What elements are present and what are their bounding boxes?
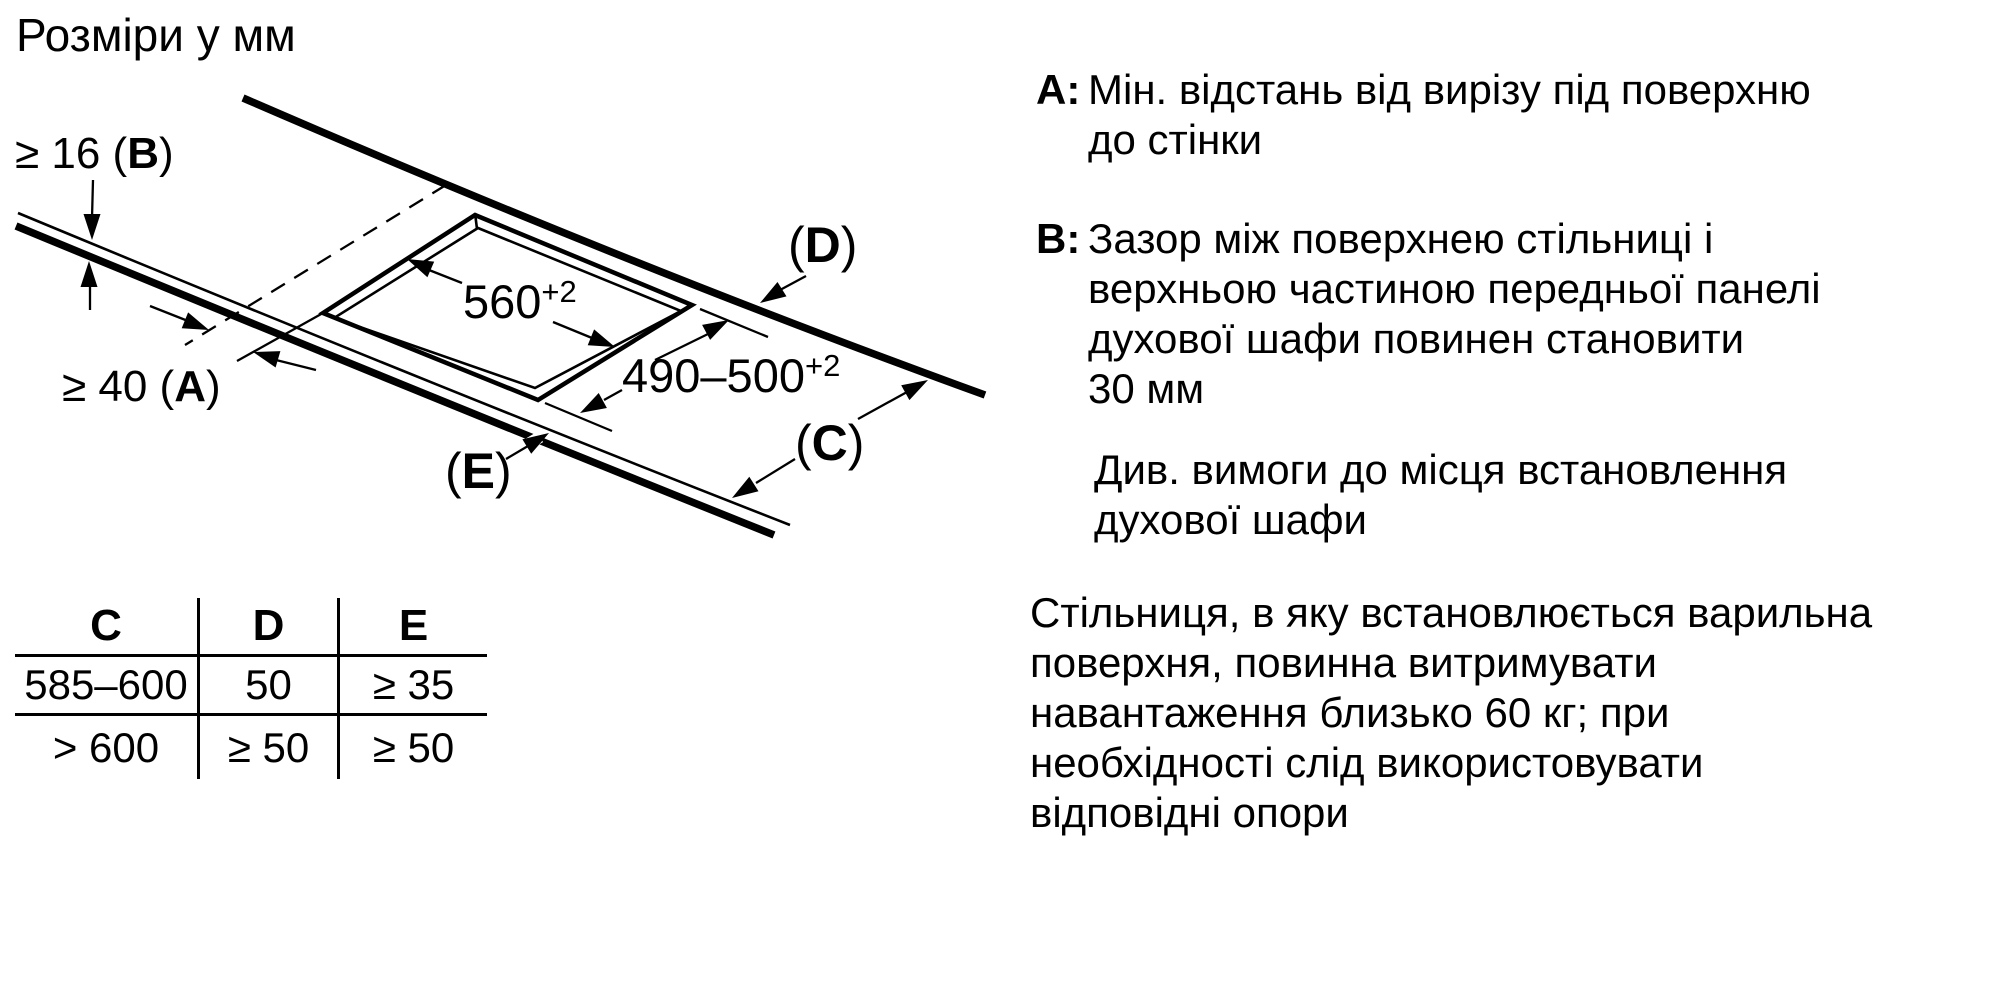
dim-a-arrow-outer bbox=[149, 304, 209, 330]
note-line: навантаження близько 60 кг; при bbox=[1030, 689, 1670, 736]
note-line: поверхня, повинна витримувати bbox=[1030, 639, 1657, 686]
note-label-b: B: bbox=[1036, 215, 1081, 262]
note-label-a: A: bbox=[1036, 66, 1081, 113]
note-line: духової шафи bbox=[1094, 496, 1367, 543]
note-line: до стінки bbox=[1088, 116, 1263, 163]
note-line: Зазор між поверхнею стільниці і bbox=[1088, 215, 1714, 262]
label-d: (D) bbox=[788, 217, 857, 273]
label-d-arrow bbox=[760, 274, 807, 303]
table-header-cell: E bbox=[340, 598, 487, 657]
note-see-requirements: Див. вимоги до місця встановлення духово… bbox=[1094, 445, 1787, 545]
label-c-arrow-lower bbox=[732, 458, 796, 498]
cutout-outer-outline bbox=[318, 212, 697, 403]
dim-490-arrow-upper bbox=[654, 320, 729, 362]
extension-line-left bbox=[236, 311, 324, 363]
wall-dashed-line bbox=[184, 184, 447, 346]
label-c-arrow-upper bbox=[857, 380, 928, 421]
note-a-text: Мін. відстань від вирізу під поверхню до… bbox=[1088, 65, 1811, 165]
worktop-lines bbox=[14, 94, 987, 539]
dim-b-arrow-up bbox=[80, 261, 98, 310]
dim-a-arrow-inner bbox=[253, 351, 317, 372]
table-cell: 585–600 bbox=[15, 657, 197, 716]
note-line: верхньою частиною передньої панелі bbox=[1088, 265, 1821, 312]
label-e-arrow bbox=[505, 433, 549, 460]
note-line: 30 мм bbox=[1088, 365, 1205, 412]
label-e: (E) bbox=[445, 443, 512, 499]
worktop-back-edge-line bbox=[241, 94, 987, 399]
dim-b-label: ≥ 16 (B) bbox=[15, 129, 174, 178]
note-line: Стільниця, в яку встановлюється варильна bbox=[1030, 589, 1873, 636]
note-line: необхідності слід використовувати bbox=[1030, 739, 1704, 786]
dim-b-arrow-down bbox=[83, 179, 101, 240]
note-line: духової шафи повинен становити bbox=[1088, 315, 1745, 362]
dimension-arrows bbox=[80, 179, 928, 498]
note-line: Див. вимоги до місця встановлення bbox=[1094, 446, 1788, 493]
table-cell: > 600 bbox=[52, 723, 160, 771]
dim-560-arrow-left bbox=[407, 259, 463, 285]
dim-560-arrow-right bbox=[552, 320, 615, 347]
note-line: відповідні опори bbox=[1030, 789, 1349, 836]
note-b-text: Зазор між поверхнею стільниці і верхньою… bbox=[1088, 214, 1821, 414]
cutout-corner-tick bbox=[473, 212, 479, 230]
note-load-capacity: Стільниця, в яку встановлюється варильна… bbox=[1030, 588, 1872, 838]
label-c: (C) bbox=[795, 415, 864, 471]
table-cell: ≥ 50 bbox=[372, 723, 455, 771]
extension-line-right-lower bbox=[544, 401, 613, 433]
extension-line-right-upper bbox=[699, 307, 769, 339]
table-cell: ≥ 50 bbox=[197, 716, 340, 779]
cutout-inner-outline bbox=[331, 226, 685, 390]
worktop-front-edge-top-line bbox=[17, 211, 791, 527]
note-line: Мін. відстань від вирізу під поверхню bbox=[1088, 66, 1811, 113]
table-cell: ≥ 35 bbox=[340, 657, 487, 716]
table-cell: 50 bbox=[197, 657, 340, 716]
worktop-front-edge-bottom-line bbox=[14, 222, 776, 539]
dimension-table: C D E 585–600 50 ≥ 35 > 600 ≥ 50 ≥ 50 bbox=[15, 598, 487, 779]
page-title: Розміри у мм bbox=[16, 9, 296, 61]
dim-490-arrow-lower bbox=[580, 388, 623, 413]
dim-560-label: 560+2 bbox=[463, 274, 577, 328]
dim-a-label: ≥ 40 (A) bbox=[62, 362, 221, 411]
dim-490-500-label: 490–500+2 bbox=[622, 348, 840, 402]
table-header-cell: C bbox=[15, 598, 197, 657]
table-header-cell: D bbox=[197, 598, 340, 657]
